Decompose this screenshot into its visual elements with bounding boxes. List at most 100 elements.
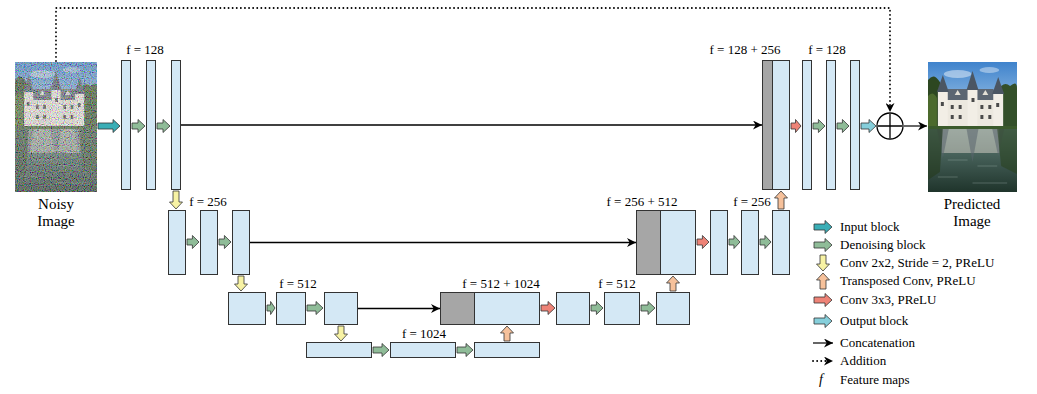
legend-icon — [814, 315, 832, 328]
label-holder: Noisy Image — [25, 196, 87, 231]
layer-arrow — [132, 120, 145, 133]
layer-arrow — [157, 120, 170, 133]
feature-map — [803, 61, 812, 190]
legend-text: Input block — [840, 220, 900, 235]
legend-text: Conv 3x3, PReLU — [840, 293, 936, 308]
feature-count: f = 128 — [808, 43, 846, 58]
feature-count: f = 128 + 256 — [710, 43, 781, 58]
layer-arrow — [837, 120, 849, 133]
legend-text: Addition — [840, 354, 886, 369]
layer-arrow — [861, 120, 876, 133]
feature-map: f = 128 — [171, 60, 181, 190]
layer-arrow — [813, 120, 825, 133]
concat-block: f = 512 + 1024 — [440, 292, 540, 325]
layer-arrow — [591, 302, 603, 315]
feature-symbol: f — [819, 372, 823, 388]
feature-map — [557, 293, 590, 325]
legend-icon — [817, 255, 830, 271]
layer-arrow — [373, 344, 389, 357]
noisy-picture — [15, 62, 97, 192]
feature-count: f = 512 + 1024 — [462, 277, 540, 292]
image-caption: Predicted Image — [934, 196, 1010, 231]
legend-row: Addition — [840, 354, 886, 369]
concat-arrow — [250, 242, 636, 243]
legend-text: Transposed Conv, PReLU — [840, 274, 976, 289]
legend-text: Conv 2x2, Stride = 2, PReLU — [840, 256, 994, 271]
legend-text: Denoising block — [840, 238, 926, 253]
legend-text: Output block — [840, 314, 908, 329]
layer-arrow — [457, 344, 473, 357]
label-holder: f = 512 — [598, 277, 636, 292]
concat-part — [441, 293, 475, 324]
layer-arrow — [729, 236, 740, 249]
feature-map: f = 256 — [232, 210, 250, 275]
label-holder: f = 128 — [126, 43, 164, 58]
feature-map: f = 512 — [324, 292, 358, 325]
output-arrow — [904, 125, 927, 126]
feature-count: f = 256 — [189, 195, 227, 210]
legend-row: Output block — [840, 314, 908, 329]
image-caption: Noisy Image — [25, 196, 87, 231]
layer-arrow — [791, 120, 801, 133]
label-holder: f = 1024 — [402, 327, 446, 342]
legend-icon — [813, 342, 833, 343]
layer-arrow — [219, 236, 231, 249]
image-frame: Noisy Image — [15, 62, 97, 192]
feature-map — [277, 293, 306, 325]
layer-arrow — [267, 302, 275, 315]
concat-arrow — [358, 308, 440, 309]
feature-count: f = 1024 — [402, 327, 446, 342]
label-holder: f = 256 + 512 — [607, 195, 678, 210]
label-holder: f = 512 + 1024 — [462, 277, 540, 292]
legend-icon — [813, 360, 833, 362]
legend-icon — [814, 221, 832, 234]
layer-arrow — [641, 302, 655, 315]
layer-arrow — [307, 302, 323, 315]
label-holder: f = 256 — [733, 195, 771, 210]
feature-map: f = 1024 — [390, 342, 456, 358]
layer-arrow — [541, 302, 555, 315]
legend-icon — [817, 273, 830, 289]
concat-part — [763, 61, 773, 189]
label-holder: f = 128 — [808, 43, 846, 58]
legend-icon — [814, 294, 832, 307]
legend-row: Input block — [840, 220, 900, 235]
layer-arrow — [170, 191, 183, 209]
feature-map — [657, 293, 690, 325]
layer-arrow — [335, 326, 348, 341]
feature-map — [711, 211, 728, 275]
layer-arrow — [775, 191, 788, 209]
legend-row: Denoising block — [840, 238, 926, 253]
layer-arrow — [187, 236, 199, 249]
concat-block: f = 256 + 512 — [636, 210, 696, 275]
layer-arrow — [98, 120, 120, 133]
feature-count: f = 256 — [733, 195, 771, 210]
legend-row: Concatenation — [840, 336, 915, 351]
sum-circle — [877, 113, 903, 139]
image-frame: Predicted Image — [928, 62, 1017, 192]
layer-arrow — [667, 276, 680, 291]
feature-map — [169, 211, 186, 275]
legend-row: Conv 2x2, Stride = 2, PReLU — [840, 256, 994, 271]
concat-part — [637, 211, 661, 274]
feature-count: f = 512 — [279, 277, 317, 292]
feature-map — [122, 61, 131, 190]
sum-symbol — [877, 113, 903, 139]
concat-arrow — [181, 124, 762, 125]
layer-arrow — [501, 326, 514, 341]
legend-row: Conv 3x3, PReLU — [840, 293, 936, 308]
legend-row: Transposed Conv, PReLU — [840, 274, 976, 289]
feature-map — [229, 293, 266, 325]
label-holder: f — [819, 372, 823, 388]
feature-map: f = 128 — [826, 60, 836, 190]
feature-map: f = 512 — [604, 292, 640, 325]
label-holder: f = 256 — [189, 195, 227, 210]
clean-picture — [928, 62, 1017, 192]
label-holder: Predicted Image — [934, 196, 1010, 231]
label-holder: f = 512 — [279, 277, 317, 292]
feature-map: f = 256 — [772, 210, 790, 275]
feature-count: f = 256 + 512 — [607, 195, 678, 210]
legend-row: Feature maps — [840, 373, 910, 388]
legend-text: Feature maps — [840, 373, 910, 388]
